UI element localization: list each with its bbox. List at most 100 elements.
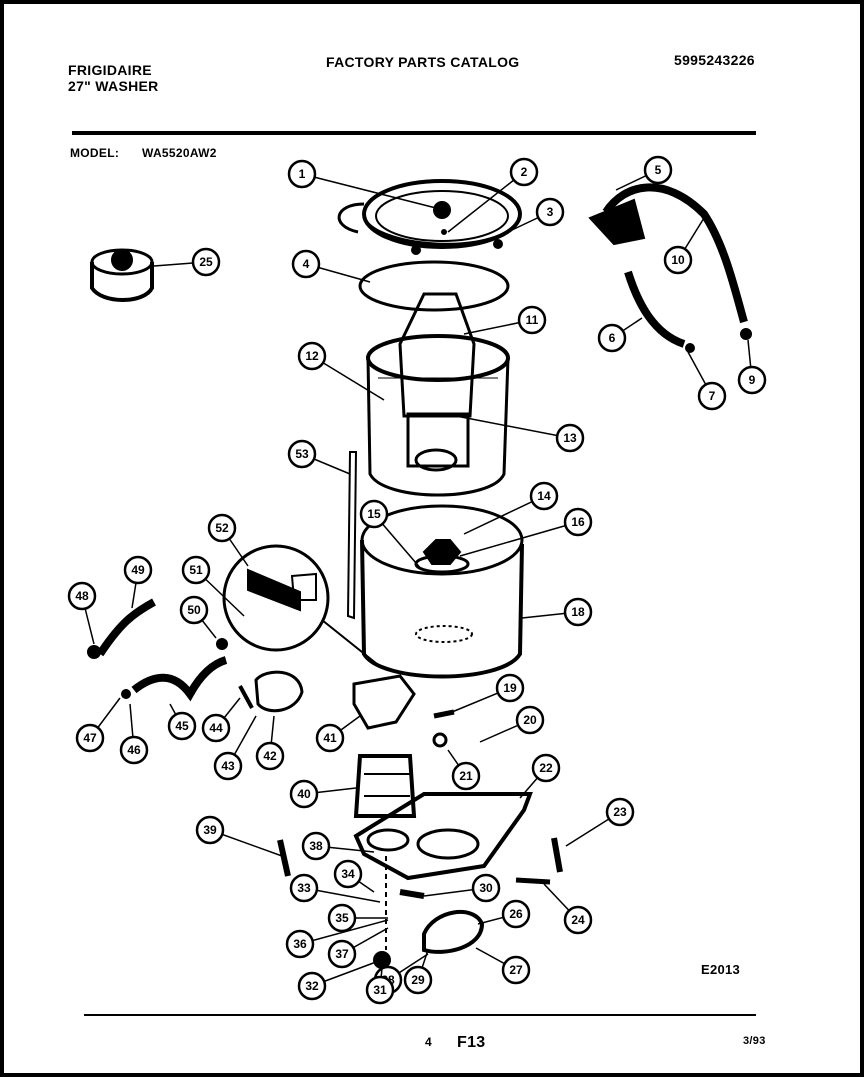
callout-bubble: [697, 381, 727, 411]
callout-27: 27: [475, 947, 531, 985]
tub-ring-drawing: [337, 179, 522, 255]
callout-bubble: [529, 481, 559, 511]
callout-25: 25: [153, 247, 221, 277]
callout-leader: [463, 495, 545, 535]
callout-bubble: [327, 939, 357, 969]
callout-number: 32: [305, 979, 319, 993]
callout-bubble: [195, 815, 225, 845]
callout-26: 26: [477, 899, 531, 929]
callout-number: 48: [75, 589, 89, 603]
callout-bubble: [501, 899, 531, 929]
callout-19: 19: [451, 673, 525, 713]
callout-number: 6: [609, 331, 616, 345]
callout-bubble: [495, 673, 525, 703]
detail-circle-drawing: [222, 544, 330, 652]
callout-bubble: [285, 929, 315, 959]
callout-39: 39: [195, 815, 283, 857]
callout-22: 22: [519, 753, 561, 799]
callout-number: 26: [509, 907, 523, 921]
callout-number: 42: [263, 749, 277, 763]
footer-rule: [84, 1014, 756, 1016]
callout-bubble: [663, 245, 693, 275]
callout-bubble: [403, 965, 433, 995]
callout-16: 16: [459, 507, 593, 557]
callout-number: 39: [203, 823, 217, 837]
inlet-hose-drawing: [602, 183, 748, 324]
callout-number: 41: [323, 731, 337, 745]
callout-21: 21: [447, 749, 481, 791]
callout-number: 31: [373, 983, 387, 997]
callout-leader: [301, 173, 437, 209]
callout-10: 10: [663, 217, 705, 275]
callout-number: 9: [749, 373, 756, 387]
callout-number: 50: [187, 603, 201, 617]
callout-11: 11: [463, 305, 547, 335]
callout-leader: [447, 171, 525, 233]
part-25-drawing: [90, 248, 154, 302]
callout-number: 51: [189, 563, 203, 577]
callout-36: 36: [285, 919, 389, 959]
brand-name: FRIGIDAIRE: [68, 62, 152, 78]
transmission-base-drawing: [353, 792, 533, 881]
callout-bubble: [207, 513, 237, 543]
callout-number: 16: [571, 515, 585, 529]
callout-29: 29: [403, 949, 433, 995]
callout-number: 38: [309, 839, 323, 853]
callout-12: 12: [297, 341, 385, 401]
callout-44: 44: [201, 697, 241, 743]
callout-number: 1: [299, 167, 306, 181]
callout-bubble: [167, 711, 197, 741]
callout-43: 43: [213, 715, 257, 781]
callout-number: 43: [221, 759, 235, 773]
callout-bubble: [563, 597, 593, 627]
fill-hose-drawing: [624, 270, 686, 348]
callout-bubble: [327, 903, 357, 933]
callout-number: 21: [459, 769, 473, 783]
callout-bubble: [255, 741, 285, 771]
callout-23: 23: [565, 797, 635, 847]
callout-number: 40: [297, 787, 311, 801]
callout-bubble: [315, 723, 345, 753]
hose-53-drawing: [346, 451, 358, 620]
parts-catalog-page: FRIGIDAIRE 27" WASHER FACTORY PARTS CATA…: [4, 4, 860, 1073]
callout-45: 45: [167, 703, 197, 741]
callout-number: 27: [509, 963, 523, 977]
callout-number: 3: [547, 205, 554, 219]
callout-bubble: [67, 581, 97, 611]
callout-number: 47: [83, 731, 97, 745]
callout-20: 20: [479, 705, 545, 743]
callout-number: 12: [305, 349, 319, 363]
callout-number: 4: [303, 257, 310, 271]
callout-bubble: [597, 323, 627, 353]
callout-bubble: [123, 555, 153, 585]
callout-1: 1: [287, 159, 437, 209]
callout-bubble: [291, 249, 321, 279]
hose-45-drawing: [131, 656, 228, 702]
hose-49-drawing: [96, 598, 156, 657]
callout-32: 32: [297, 961, 377, 1001]
callout-number: 36: [293, 937, 307, 951]
callout-53: 53: [287, 439, 351, 475]
callout-bubble: [181, 555, 211, 585]
callout-bubble: [643, 155, 673, 185]
callout-number: 45: [175, 719, 189, 733]
callout-35: 35: [327, 903, 388, 933]
callout-number: 5: [655, 163, 662, 177]
callout-40: 40: [289, 779, 357, 809]
callout-bubble: [201, 713, 231, 743]
callout-bubble: [471, 873, 501, 903]
callout-18: 18: [521, 597, 593, 627]
callout-46: 46: [119, 703, 149, 765]
section-code: F13: [457, 1034, 486, 1051]
catalog-number: 5995243226: [674, 52, 755, 68]
callout-5: 5: [615, 155, 673, 191]
callout-47: 47: [75, 697, 121, 753]
basket-drawing: [366, 292, 510, 497]
callout-30: 30: [423, 873, 501, 903]
model-label: MODEL:: [70, 146, 120, 160]
callout-bubble: [179, 595, 209, 625]
callout-bubble: [531, 753, 561, 783]
callout-49: 49: [123, 555, 153, 609]
